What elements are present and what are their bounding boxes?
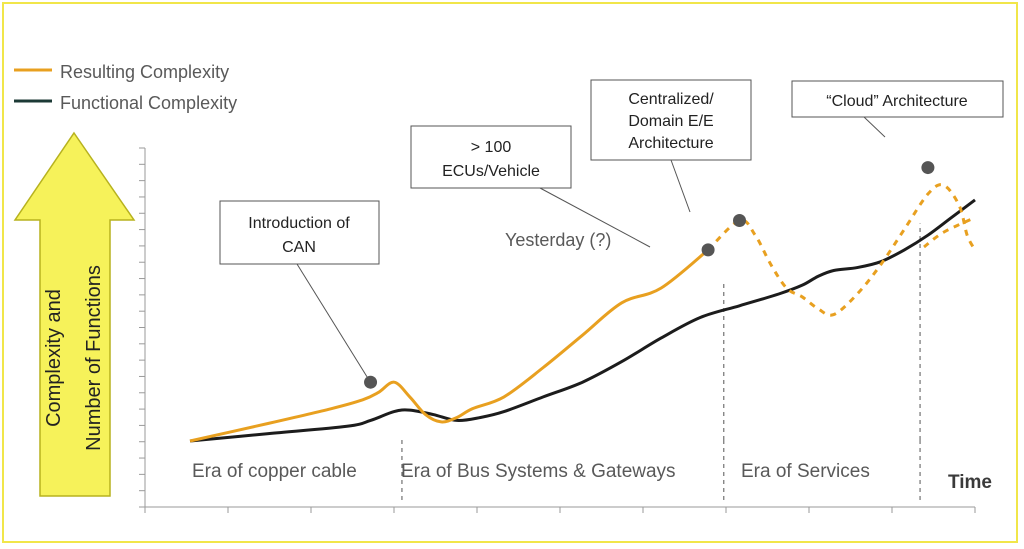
callout-can: Introduction of CAN (219, 200, 380, 265)
leader-ecus (539, 187, 651, 248)
marker-dot (701, 243, 715, 257)
callout-ecus: > 100 ECUs/Vehicle (410, 125, 572, 189)
markers (364, 161, 935, 389)
y-axis-label-line-2: Number of Functions (83, 265, 105, 451)
series-functional-complexity (189, 198, 976, 443)
series-resulting-complexity-segment-2 (923, 216, 976, 249)
leader-cloud (863, 116, 886, 138)
callout-ecus-line-1: > 100 (471, 139, 512, 156)
callout-centralized-line-1: Centralized/ (628, 91, 714, 108)
marker-dot (733, 214, 746, 227)
series-resulting-complexity-segment-0 (189, 248, 710, 443)
leader-centralized (670, 159, 691, 213)
legend-label-resulting: Resulting Complexity (60, 62, 229, 82)
callout-centralized-line-2: Domain E/E (628, 113, 713, 130)
point-label-yesterday: Yesterday (?) (505, 230, 611, 250)
callout-centralized-line-3: Architecture (628, 135, 713, 152)
callout-cloud: “Cloud” Architecture (791, 80, 1004, 118)
chart-frame (2, 2, 1018, 543)
callout-cloud-line-1: “Cloud” Architecture (826, 93, 967, 110)
callout-centralized: Centralized/ Domain E/E Architecture (590, 79, 752, 161)
marker-dot (364, 375, 378, 389)
callout-can-line-2: CAN (282, 239, 316, 256)
marker-dot (921, 161, 935, 175)
axes (139, 147, 976, 513)
era-dividers (401, 223, 921, 500)
series-resulting-complexity-segment-1 (707, 183, 977, 317)
y-axis-label-line-1: Complexity and (43, 289, 65, 427)
series-lines (189, 183, 977, 443)
callout-ecus-line-2: ECUs/Vehicle (442, 163, 540, 180)
era-label-copper: Era of copper cable (192, 461, 357, 482)
legend: Resulting Complexity Functional Complexi… (14, 62, 237, 113)
y-axis-arrow: Complexity and Number of Functions (13, 131, 136, 497)
era-label-services: Era of Services (741, 461, 870, 482)
x-axis-label: Time (948, 472, 992, 493)
callout-leaders (296, 116, 886, 381)
callout-can-line-1: Introduction of (248, 215, 350, 232)
era-label-bus: Era of Bus Systems & Gateways (401, 461, 676, 482)
legend-label-functional: Functional Complexity (60, 93, 237, 113)
up-arrow-icon (13, 131, 136, 497)
leader-can (296, 263, 370, 381)
